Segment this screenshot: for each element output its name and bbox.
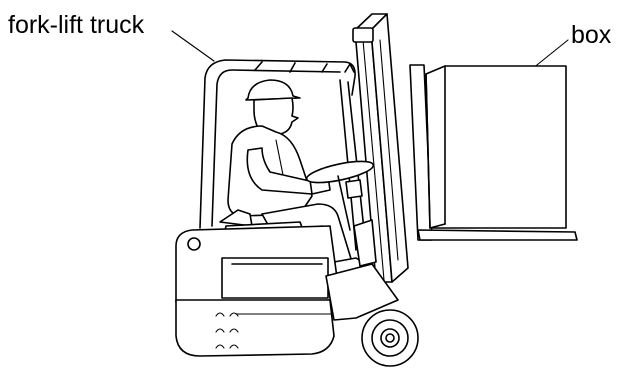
label-forklift-truck: fork-lift truck — [8, 11, 145, 39]
front-wheel — [362, 310, 418, 366]
box-illustration — [426, 66, 566, 228]
forklift-leader-line — [172, 31, 214, 61]
truck-body — [176, 226, 340, 356]
label-box: box — [571, 21, 612, 49]
